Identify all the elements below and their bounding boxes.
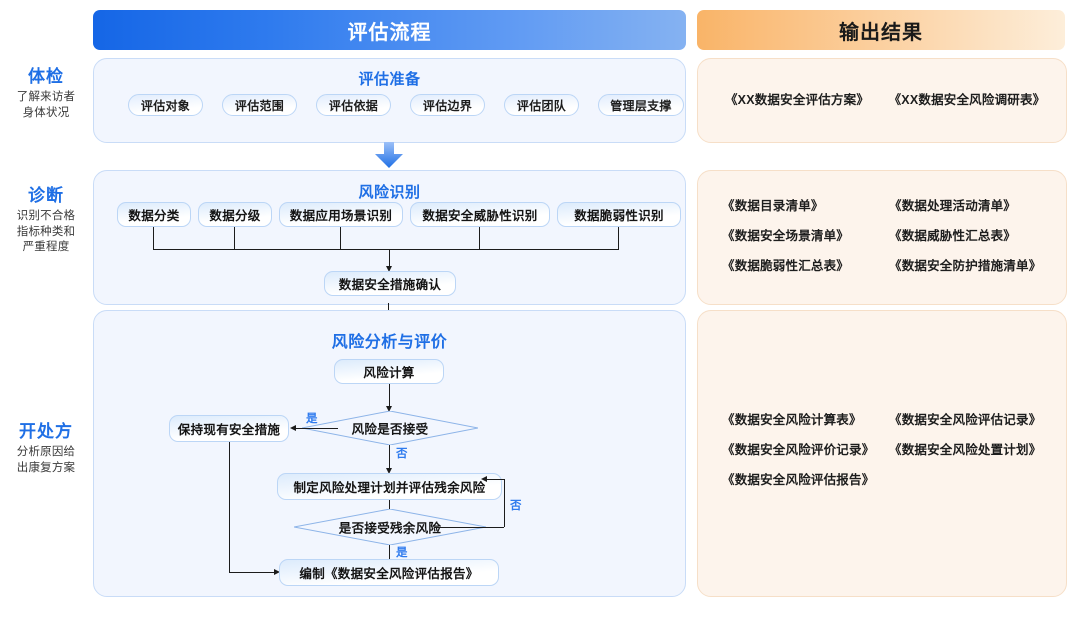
- pill-assessment-scope[interactable]: 评估范围: [222, 94, 297, 116]
- arrowhead-decision1-yes: [290, 424, 296, 431]
- decision-accept-risk-label: 风险是否接受: [351, 422, 429, 437]
- connector-residual-no-h1: [434, 527, 504, 528]
- node-make-treatment-plan[interactable]: 制定风险处理计划并评估残余风险: [277, 473, 502, 500]
- connector-to-measure: [389, 249, 390, 268]
- connector-residual-no-h2: [486, 479, 505, 480]
- connector-bus: [153, 249, 619, 250]
- output-item: 《数据安全风险评价记录》: [722, 443, 875, 457]
- edge-label-residual-yes: 是: [396, 547, 408, 559]
- output-item: 《数据安全风险评估记录》: [889, 413, 1042, 427]
- output-item: 《数据脆弱性汇总表》: [722, 259, 850, 273]
- stage-title: 诊断: [28, 186, 64, 205]
- arrowhead-calc-to-decision1: [386, 406, 392, 412]
- output-panel-identification: 《数据目录清单》 《数据处理活动清单》 《数据安全场景清单》 《数据威胁性汇总表…: [697, 170, 1067, 305]
- edge-label-residual-no: 否: [510, 500, 522, 512]
- node-write-assessment-report[interactable]: 编制《数据安全风险评估报告》: [279, 559, 499, 586]
- stage-transition-arrow-icon: [373, 142, 405, 168]
- panel-title-identification: 风险识别: [358, 184, 421, 201]
- node-keep-existing-measures[interactable]: 保持现有安全措施: [169, 415, 289, 442]
- connector-drop-1: [153, 227, 154, 249]
- panel-risk-identification: 风险识别 数据分类 数据分级 数据应用场景识别 数据安全威胁性识别 数据脆弱性识…: [93, 170, 686, 305]
- connector-keep-to-report-h: [229, 572, 277, 573]
- output-item: 《数据安全风险处置计划》: [889, 443, 1042, 457]
- node-security-measure-confirmation[interactable]: 数据安全措施确认: [324, 271, 456, 296]
- connector-drop-5: [618, 227, 619, 249]
- output-item: 《数据安全风险评估报告》: [722, 473, 875, 487]
- pill-management-support[interactable]: 管理层支撑: [598, 94, 684, 116]
- output-panel-preparation: 《XX数据安全评估方案》 《XX数据安全风险调研表》: [697, 58, 1067, 143]
- stage-title: 开处方: [19, 422, 73, 441]
- output-item: 《数据安全风险计算表》: [722, 413, 862, 427]
- output-item: 《数据处理活动清单》: [889, 199, 1017, 213]
- connector-residual-yes: [389, 545, 390, 569]
- stage-label-diagnosis: 诊断 识别不合格 指标种类和 严重程度: [0, 185, 92, 256]
- output-item: 《数据威胁性汇总表》: [889, 229, 1017, 243]
- connector-decision1-yes: [296, 428, 338, 429]
- pill-assessment-object[interactable]: 评估对象: [128, 94, 203, 116]
- connector-drop-3: [340, 227, 341, 249]
- node-data-threat-id[interactable]: 数据安全威胁性识别: [410, 202, 550, 227]
- panel-title-analysis: 风险分析与评价: [331, 334, 448, 351]
- stage-label-examination: 体检 了解来访者 身体状况: [0, 66, 92, 121]
- node-risk-calculation[interactable]: 风险计算: [334, 359, 444, 384]
- node-data-scenario-id[interactable]: 数据应用场景识别: [279, 202, 403, 227]
- node-data-vulnerability-id[interactable]: 数据脆弱性识别: [557, 202, 681, 227]
- arrowhead-to-measure: [386, 266, 392, 272]
- panel-risk-analysis-evaluation: 风险分析与评价 风险计算 风险是否接受 是 保持现有安全措施 否 制定风险处理计…: [93, 310, 686, 597]
- stage-label-prescription: 开处方 分析原因给 出康复方案: [0, 421, 92, 476]
- connector-decision1-no: [389, 445, 390, 470]
- output-item: 《数据目录清单》: [722, 199, 824, 213]
- stage-title: 体检: [28, 67, 64, 86]
- arrowhead-keep-to-report: [274, 568, 280, 575]
- stage-desc: 分析原因给 出康复方案: [16, 446, 76, 474]
- node-data-grading[interactable]: 数据分级: [198, 202, 272, 227]
- arrowhead-residual-no: [481, 475, 487, 482]
- pill-assessment-team[interactable]: 评估团队: [504, 94, 579, 116]
- stage-desc: 识别不合格 指标种类和 严重程度: [16, 210, 76, 253]
- output-column-title: 输出结果: [839, 21, 923, 44]
- decision-accept-residual-label: 是否接受残余风险: [338, 521, 442, 536]
- panel-assessment-preparation: 评估准备 评估对象 评估范围 评估依据 评估边界 评估团队 管理层支撑: [93, 58, 686, 143]
- decision-accept-risk[interactable]: 风险是否接受: [302, 411, 478, 445]
- stage-desc: 了解来访者 身体状况: [16, 91, 76, 119]
- connector-residual-no-v: [504, 479, 505, 527]
- arrowhead-decision1-no: [386, 468, 392, 474]
- output-column-header: 输出结果: [697, 10, 1065, 50]
- edge-label-accept-no: 否: [396, 448, 408, 460]
- process-column-title: 评估流程: [347, 21, 432, 44]
- connector-drop-2: [234, 227, 235, 249]
- output-item: [889, 465, 1056, 495]
- output-item: 《数据安全防护措施清单》: [889, 259, 1042, 273]
- node-data-classification[interactable]: 数据分类: [117, 202, 191, 227]
- edge-label-accept-yes: 是: [306, 413, 318, 425]
- pill-assessment-boundary[interactable]: 评估边界: [410, 94, 485, 116]
- connector-keep-to-report-v: [229, 442, 230, 572]
- output-item: 《XX数据安全风险调研表》: [888, 93, 1046, 107]
- output-item: 《数据安全场景清单》: [722, 229, 850, 243]
- connector-drop-4: [479, 227, 480, 249]
- output-panel-analysis: 《数据安全风险计算表》 《数据安全风险评估记录》 《数据安全风险评价记录》 《数…: [697, 310, 1067, 597]
- connector-calc-to-decision1: [389, 384, 390, 408]
- panel-title-preparation: 评估准备: [358, 71, 421, 88]
- process-column-header: 评估流程: [93, 10, 686, 50]
- output-item: 《XX数据安全评估方案》: [724, 93, 870, 107]
- pill-assessment-basis[interactable]: 评估依据: [316, 94, 391, 116]
- decision-accept-residual-risk[interactable]: 是否接受残余风险: [294, 509, 486, 545]
